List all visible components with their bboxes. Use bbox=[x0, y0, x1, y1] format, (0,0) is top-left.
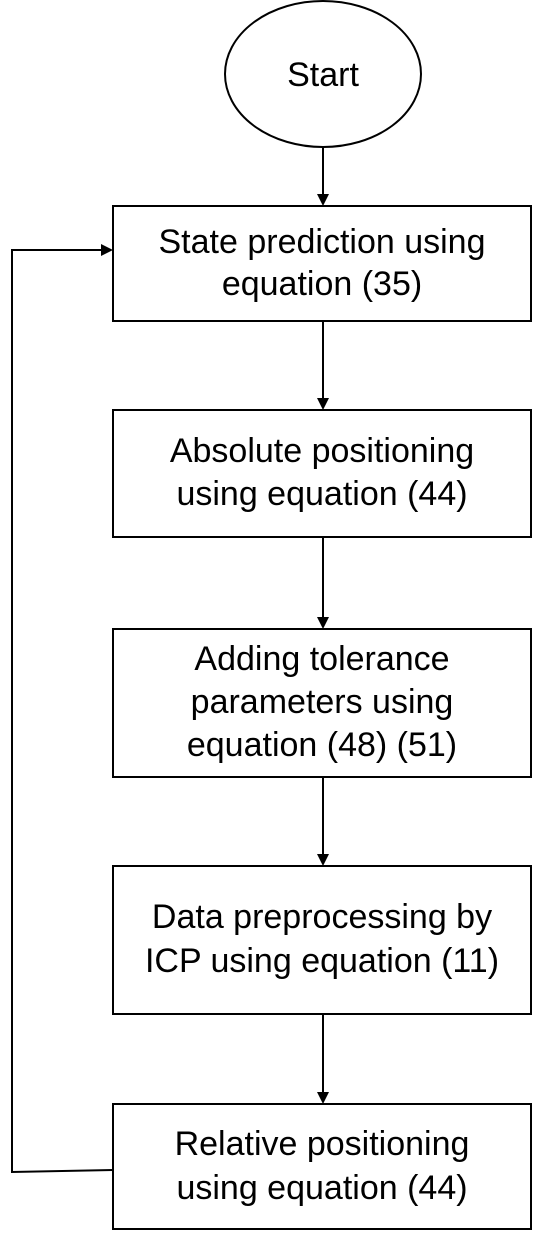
step-absolute-positioning-line-1: Absolute positioning bbox=[170, 432, 474, 470]
step-relative-positioning-line-1: Relative positioning bbox=[175, 1125, 470, 1163]
feedback-loop-arrow bbox=[11, 244, 114, 1174]
step-relative-positioning: Relative positioning using equation (44) bbox=[112, 1103, 532, 1230]
step-absolute-positioning: Absolute positioning using equation (44) bbox=[112, 409, 532, 538]
step-state-prediction: State prediction using equation (35) bbox=[112, 205, 532, 322]
step-data-preprocessing-line-1: Data preprocessing by bbox=[152, 898, 492, 936]
step-state-prediction-line-1: State prediction using bbox=[159, 223, 486, 261]
step-adding-tolerance: Adding tolerance parameters using equati… bbox=[112, 628, 532, 778]
step-adding-tolerance-line-2: parameters using bbox=[191, 683, 454, 721]
step-state-prediction-line-2: equation (35) bbox=[222, 265, 422, 303]
step-data-preprocessing-line-2: ICP using equation (11) bbox=[145, 942, 499, 980]
step-data-preprocessing: Data preprocessing by ICP using equation… bbox=[112, 865, 532, 1015]
step-adding-tolerance-line-1: Adding tolerance bbox=[194, 640, 449, 678]
step-relative-positioning-line-2: using equation (44) bbox=[176, 1169, 467, 1207]
start-node: Start bbox=[224, 0, 422, 148]
step-absolute-positioning-line-2: using equation (44) bbox=[176, 475, 467, 513]
start-label: Start bbox=[287, 56, 359, 94]
step-adding-tolerance-line-3: equation (48) (51) bbox=[187, 726, 457, 764]
